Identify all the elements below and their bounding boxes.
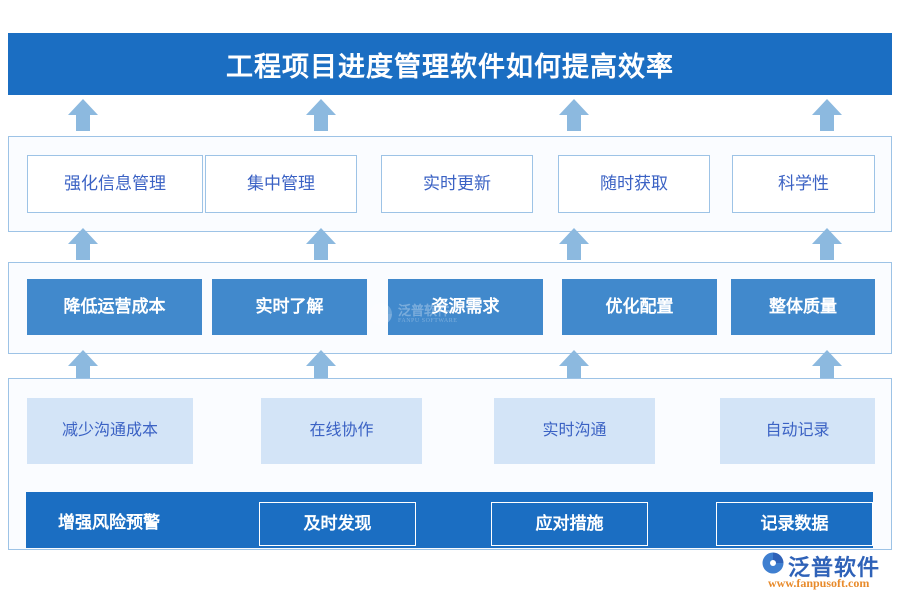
arrow-head	[68, 350, 98, 366]
outcome-box[interactable]: 优化配置	[562, 279, 717, 335]
arrow-head	[559, 99, 589, 115]
connector-arrow-up	[559, 350, 589, 382]
benefit-label: 集中管理	[247, 174, 315, 194]
arrow-stem	[567, 365, 581, 382]
benefit-label: 实时更新	[423, 174, 491, 194]
risk-step-label: 记录数据	[760, 514, 829, 534]
communication-label: 减少沟通成本	[61, 421, 158, 439]
communication-label: 在线协作	[309, 421, 374, 439]
logo-url: www.fanpusoft.com	[768, 576, 870, 590]
benefit-box[interactable]: 集中管理	[205, 155, 357, 213]
arrow-head	[812, 99, 842, 115]
arrow-stem	[76, 243, 90, 260]
outcome-label: 整体质量	[769, 297, 837, 317]
risk-step-box[interactable]: 记录数据	[716, 502, 873, 546]
arrow-stem	[820, 365, 834, 382]
benefits-panel: 强化信息管理 集中管理 实时更新 随时获取 科学性	[8, 136, 892, 232]
logo-brand: 泛普软件	[788, 555, 881, 580]
arrow-head	[68, 99, 98, 115]
benefit-label: 科学性	[778, 174, 829, 194]
outcome-label: 实时了解	[255, 297, 324, 317]
outcome-label: 资源需求	[431, 297, 500, 317]
arrow-stem	[567, 243, 581, 260]
benefit-box[interactable]: 随时获取	[558, 155, 710, 213]
communication-box[interactable]: 在线协作	[261, 398, 422, 464]
arrow-head	[812, 228, 842, 244]
risk-step-box[interactable]: 应对措施	[491, 502, 648, 546]
connector-arrow-up	[306, 350, 336, 382]
arrow-stem	[314, 114, 328, 131]
page-title: 工程项目进度管理软件如何提高效率	[226, 51, 674, 82]
risk-step-label: 应对措施	[535, 514, 604, 534]
benefit-box[interactable]: 科学性	[732, 155, 875, 213]
communication-box[interactable]: 自动记录	[720, 398, 875, 464]
fanpu-logo: 泛普软件 www.fanpusoft.com	[760, 550, 894, 594]
arrow-head	[559, 228, 589, 244]
outcomes-panel: 降低运营成本 实时了解 资源需求 优化配置 整体质量	[8, 262, 892, 354]
communication-label: 实时沟通	[542, 421, 607, 439]
connector-arrow-up	[559, 228, 589, 260]
connector-arrow-up	[812, 99, 842, 131]
connector-arrow-up	[559, 99, 589, 131]
connector-arrow-up	[68, 350, 98, 382]
arrow-stem	[314, 365, 328, 382]
diagram-title-bar: 工程项目进度管理软件如何提高效率	[8, 33, 892, 95]
communication-label: 自动记录	[765, 421, 830, 439]
outcome-box[interactable]: 降低运营成本	[27, 279, 202, 335]
arrow-head	[306, 99, 336, 115]
fanpu-logo-mark-icon	[762, 552, 784, 574]
connector-arrow-up	[812, 228, 842, 260]
arrow-stem	[567, 114, 581, 131]
connector-arrow-up	[812, 350, 842, 382]
outcome-box[interactable]: 实时了解	[212, 279, 367, 335]
arrow-stem	[76, 365, 90, 382]
outcome-label: 优化配置	[605, 297, 674, 317]
communication-box[interactable]: 实时沟通	[494, 398, 655, 464]
arrow-stem	[820, 114, 834, 131]
outcome-box[interactable]: 整体质量	[731, 279, 875, 335]
arrow-head	[812, 350, 842, 366]
arrow-stem	[820, 243, 834, 260]
benefit-box[interactable]: 强化信息管理	[27, 155, 203, 213]
outcome-box[interactable]: 资源需求	[388, 279, 543, 335]
communication-box[interactable]: 减少沟通成本	[27, 398, 193, 464]
risk-warning-bar: 增强风险预警 及时发现 应对措施 记录数据	[26, 492, 873, 548]
benefit-label: 强化信息管理	[64, 174, 166, 194]
risk-step-label: 及时发现	[303, 514, 372, 534]
outcome-label: 降低运营成本	[63, 297, 166, 317]
risk-step-box[interactable]: 及时发现	[259, 502, 416, 546]
connector-arrow-up	[306, 99, 336, 131]
arrow-head	[306, 350, 336, 366]
arrow-head	[68, 228, 98, 244]
connector-arrow-up	[306, 228, 336, 260]
benefit-box[interactable]: 实时更新	[381, 155, 533, 213]
arrow-stem	[314, 243, 328, 260]
arrow-stem	[76, 114, 90, 131]
connector-arrow-up	[68, 99, 98, 131]
risk-warning-label: 增强风险预警	[58, 512, 160, 532]
arrow-head	[559, 350, 589, 366]
connector-arrow-up	[68, 228, 98, 260]
arrow-head	[306, 228, 336, 244]
benefit-label: 随时获取	[600, 174, 668, 194]
